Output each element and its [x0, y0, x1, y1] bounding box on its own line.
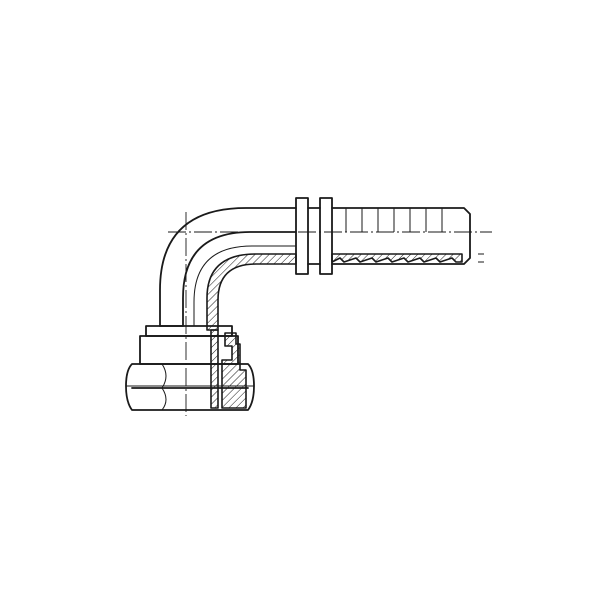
tail-collar-1 [295, 197, 309, 275]
hex-nut [125, 363, 255, 411]
hex-chamfer-arc [161, 363, 167, 389]
collar [139, 325, 239, 365]
stem-section-wall [210, 329, 219, 409]
section-view [206, 253, 297, 409]
centerlines [168, 212, 492, 416]
hex-chamfer-arc [161, 387, 167, 411]
bore-line [193, 245, 296, 326]
hose-tail [295, 197, 471, 275]
elbow-outer-contour [159, 207, 297, 327]
elbow-inner-contour [182, 231, 297, 327]
hex-nut-outline [125, 363, 255, 411]
barb-section [331, 253, 463, 263]
tail-collar-2 [319, 197, 333, 275]
nut-section [221, 332, 247, 409]
collar-ring [145, 325, 233, 337]
elbow-section-wall [206, 253, 297, 331]
elbow-body [159, 207, 297, 327]
